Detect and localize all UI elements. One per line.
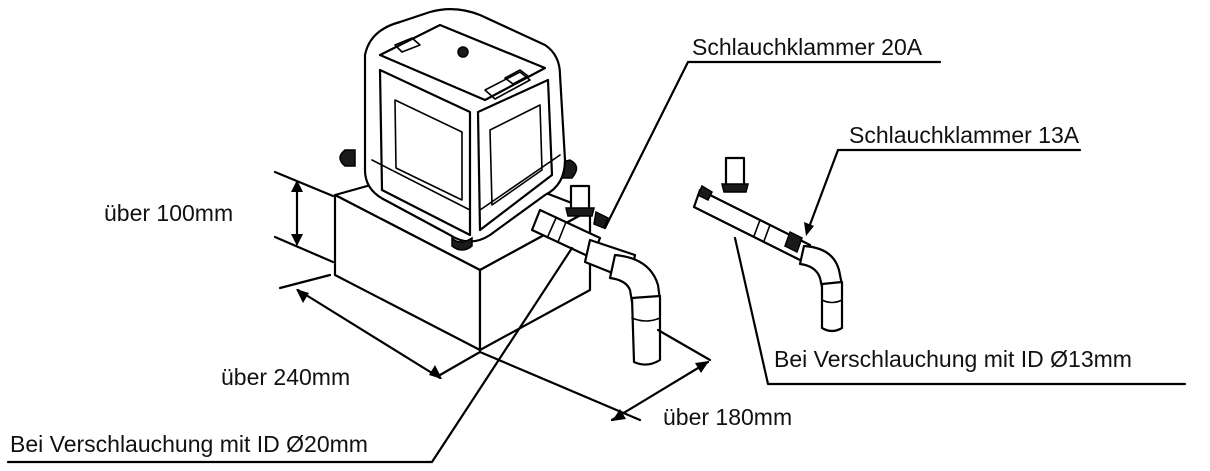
label-height-min: über 100mm [104,200,234,226]
label-depth-min: über 180mm [663,404,793,430]
label-clamp-13a: Schlauchklammer 13A [849,122,1080,148]
outlet-pipe-20 [530,184,662,366]
outlet-pipe-13 [692,156,844,333]
leader-lines [6,60,1187,464]
label-hose-13: Bei Verschlauchung mit ID Ø13mm [774,346,1132,372]
air-pump [339,8,578,251]
dimension-height [273,170,335,264]
dimension-width [278,273,482,380]
label-clamp-20a: Schlauchklammer 20A [692,34,923,60]
dimension-depth [478,328,712,422]
label-width-min: über 240mm [221,364,351,390]
label-hose-20: Bei Verschlauchung mit ID Ø20mm [10,431,368,457]
